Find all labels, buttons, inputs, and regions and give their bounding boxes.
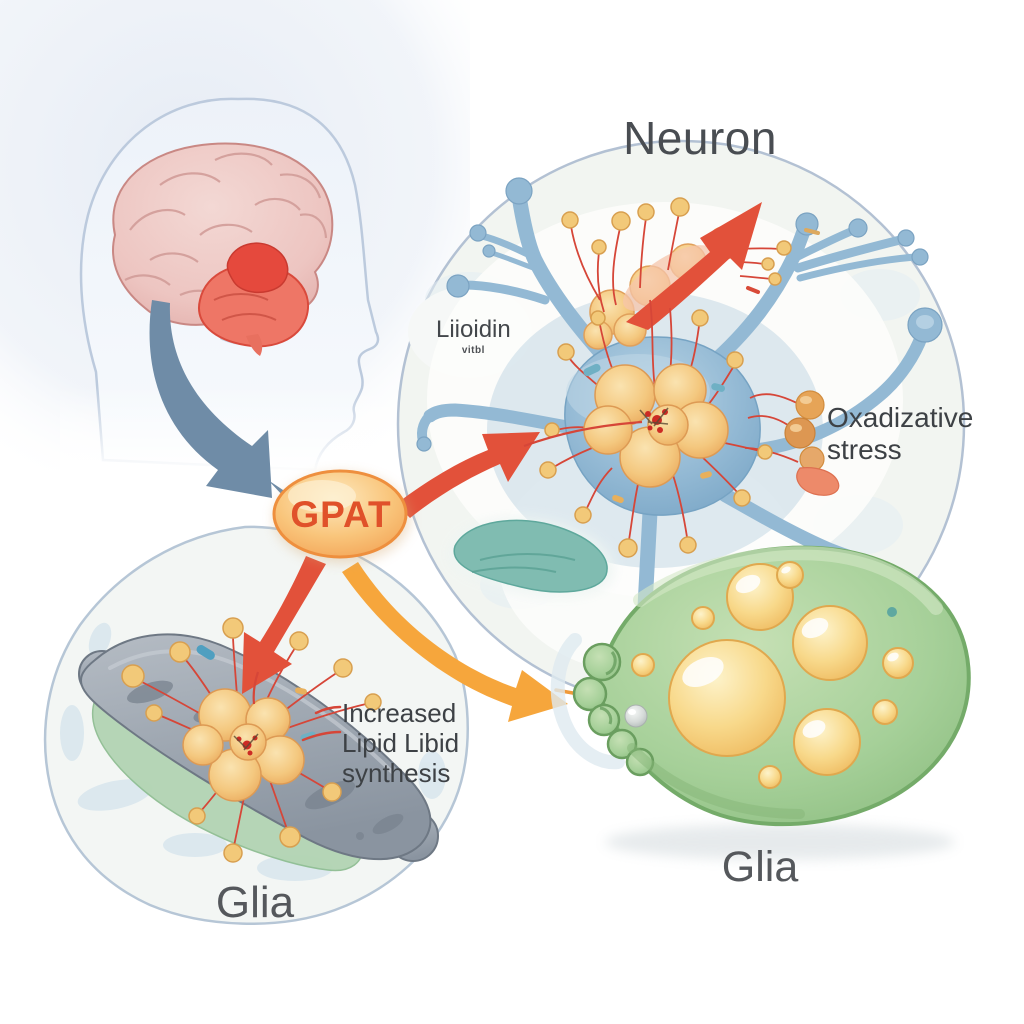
- synthesis-line3: synthesis: [342, 757, 451, 788]
- soma-lipid-cluster: [539, 299, 799, 558]
- brain-highlight-region: [198, 242, 309, 356]
- gpat-label: GPAT: [290, 494, 392, 535]
- top-lipid-cluster: [561, 197, 820, 350]
- glia-left-panel: [43, 525, 469, 925]
- neuron-title: Neuron: [623, 112, 777, 164]
- lipid-synthesis-label: Increased Lipid Libid synthesis: [342, 698, 460, 789]
- glia-right-cell: [550, 545, 971, 860]
- gpat-node: [272, 469, 410, 563]
- oxidative-line2: stress: [827, 434, 902, 466]
- oxidative-stress-blobs: [784, 390, 840, 496]
- dendrite-bulbs: [416, 177, 943, 452]
- arrow-up-right: [626, 202, 762, 330]
- arrow-gpat-to-glia-left: [242, 556, 326, 705]
- lipidin-line1: Liioidin: [436, 316, 511, 343]
- oxidative-stress-label: Oxadizative stress: [827, 402, 973, 466]
- teal-speck: [887, 607, 897, 617]
- brain-gyri: [124, 152, 328, 299]
- lipidin-label: Liioidin vitbl: [436, 316, 511, 356]
- droplet-highlights: [682, 566, 899, 738]
- lipidin-line2: vitbl: [461, 344, 485, 356]
- soma-lipid-balls: [539, 309, 773, 558]
- brain-illustration: [112, 142, 334, 356]
- soma-debris: [583, 363, 726, 504]
- top-lipid-balls: [561, 197, 792, 286]
- silver-bubble: [624, 704, 648, 728]
- synthesis-line1: Increased: [342, 698, 457, 728]
- teal-organelle: [448, 517, 615, 598]
- synthesis-line2: Lipid Libid: [342, 727, 460, 758]
- glia-right-label: Glia: [721, 843, 799, 891]
- glia-lipid-cluster: [121, 617, 382, 863]
- glia-lipid-blobs: [182, 688, 305, 802]
- synthesis-pointer-lines: [301, 705, 342, 742]
- lipid-droplets: [631, 561, 914, 789]
- oxidative-line1: Oxadizative: [827, 402, 974, 433]
- arrow-gpat-to-neuron: [396, 420, 643, 518]
- glia-left-label: Glia: [215, 878, 295, 927]
- glia-lipid-balls: [121, 617, 382, 863]
